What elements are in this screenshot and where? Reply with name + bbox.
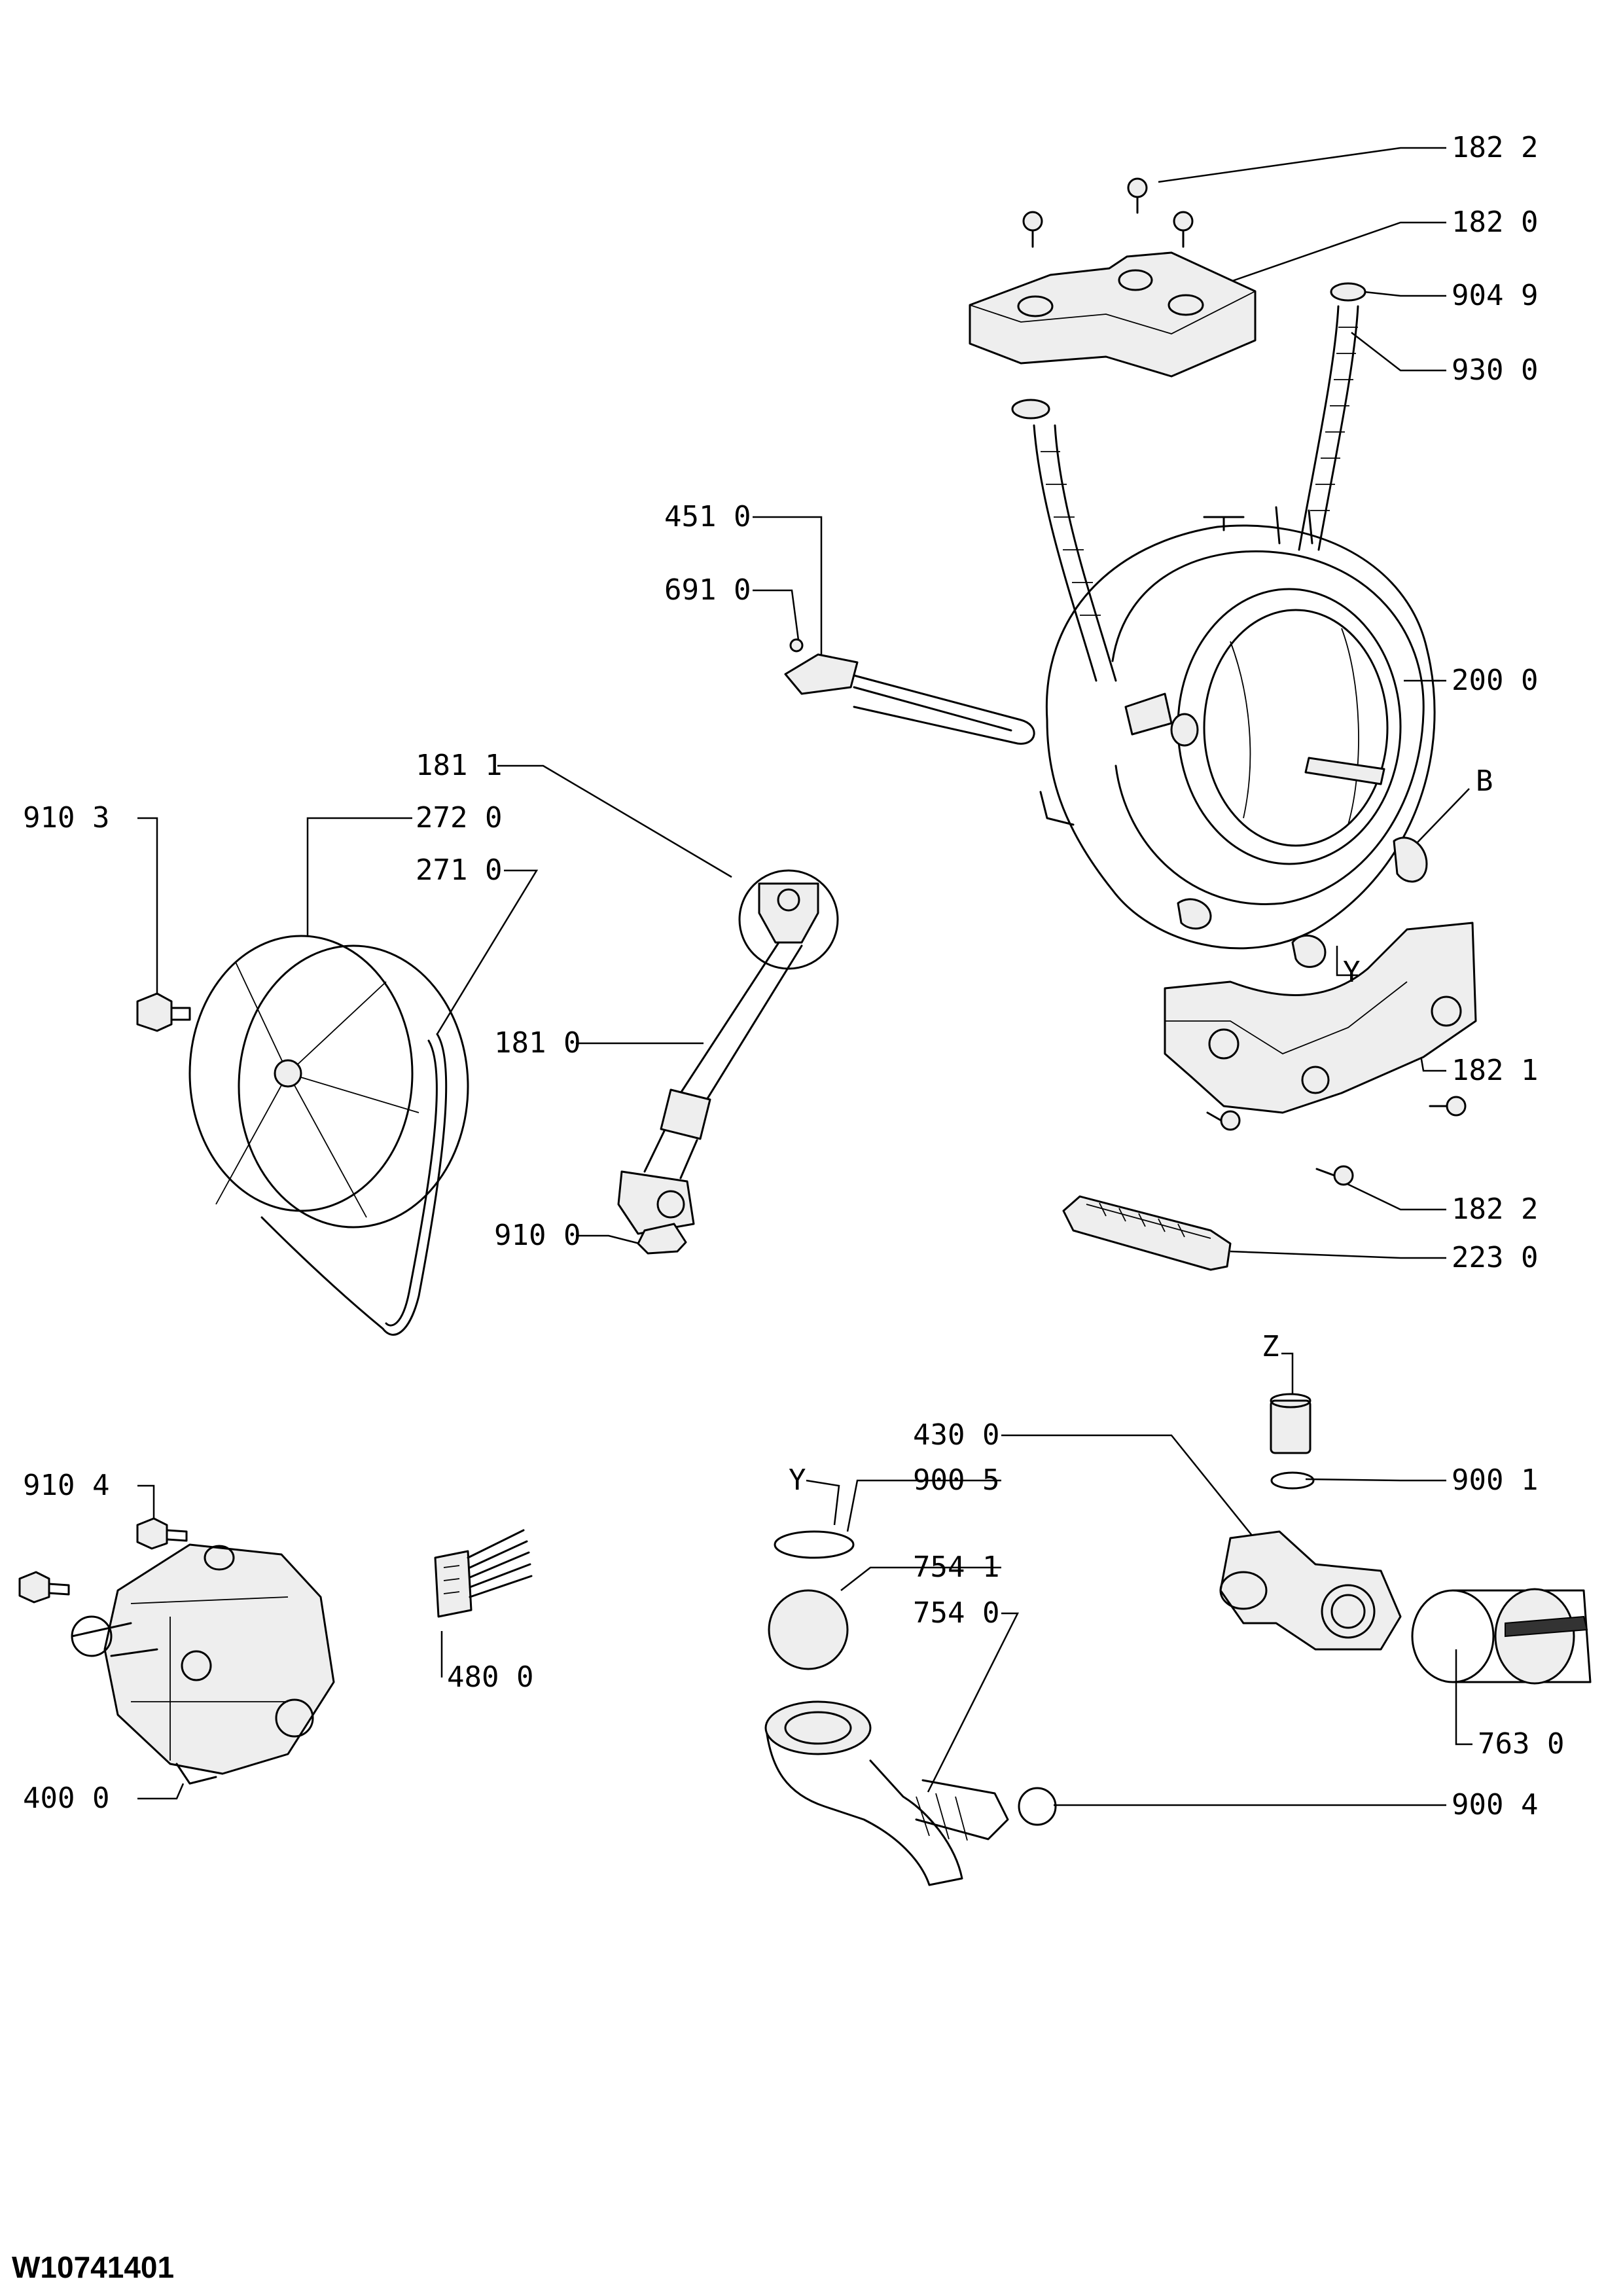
leader-900-5 [846,1479,1001,1532]
leader-182-2-top [1158,147,1446,183]
leader-910-4 [137,1484,155,1518]
shock-absorber [617,869,839,1235]
dispenser-hose [1298,282,1366,551]
leader-B [1416,788,1470,844]
leader-Y-filter [806,1479,840,1526]
drive-motor [71,1543,335,1785]
leader-451-0 [753,516,823,662]
leader-900-1 [1305,1478,1446,1482]
callout-182-0: 182 0 [1452,206,1538,239]
pulley-bolt [136,992,191,1032]
callout-754-0: 754 0 [913,1596,999,1630]
callout-763-0: 763 0 [1478,1727,1564,1761]
callout-480-0: 480 0 [447,1660,533,1694]
leader-lines [137,147,1472,1806]
leader-904-9 [1364,291,1446,297]
callout-Y-filter: Y [789,1463,806,1497]
leader-272-0 [306,817,412,936]
wiring-harness [434,1529,533,1618]
filter-disc [774,1530,855,1559]
shock-nut [637,1223,687,1255]
drum-lifter [1062,1195,1232,1271]
callout-182-1: 182 1 [1452,1054,1538,1087]
callout-Y-tub: Y [1343,956,1361,989]
drive-belt [260,1033,448,1336]
callout-900-5: 900 5 [913,1463,999,1497]
callout-181-0: 181 0 [494,1026,580,1060]
drain-pump [1219,1530,1402,1651]
callout-451-0: 451 0 [664,500,751,533]
non-return-ball [768,1589,849,1670]
leader-182-2-bottom [1334,1177,1446,1211]
hose-clamp-lower [1018,1787,1057,1826]
leader-271-0 [436,869,539,1035]
callout-223-0: 223 0 [1452,1241,1538,1274]
callout-910-0: 910 0 [494,1219,580,1252]
callout-430-0: 430 0 [913,1418,999,1452]
callout-910-4: 910 4 [23,1469,109,1502]
callout-B: B [1476,764,1493,798]
callout-900-1: 900 1 [1452,1463,1538,1497]
callout-200-0: 200 0 [1452,664,1538,697]
top-counterweight [969,251,1257,378]
callout-271-0: 271 0 [416,853,502,887]
drum-pulley [188,935,469,1229]
callout-Z: Z [1262,1330,1279,1363]
sump-hose [764,1700,1009,1886]
callout-904-9: 904 9 [1452,279,1538,312]
pump-coil [1270,1393,1311,1454]
leader-691-0 [753,589,800,641]
leader-754-0 [927,1612,1020,1793]
motor-bolts [18,1517,188,1604]
leader-400-0 [137,1783,185,1800]
tub-vent-hose [1011,399,1117,682]
bottom-counterweight [1164,922,1477,1114]
leader-182-0 [1226,221,1446,284]
leader-Y-tub [1336,946,1358,977]
callout-400-0: 400 0 [23,1782,109,1815]
leader-181-1 [497,764,732,878]
callout-272-0: 272 0 [416,801,502,834]
callout-691-0: 691 0 [664,573,751,607]
leader-763-0 [1455,1649,1472,1746]
counterweight-screws-top [1022,177,1194,248]
leader-930-0 [1351,332,1446,372]
callout-900-4: 900 4 [1452,1788,1538,1821]
leader-430-0 [1001,1434,1256,1540]
heating-element [784,638,1035,745]
callout-182-2-top: 182 2 [1452,131,1538,164]
callout-930-0: 930 0 [1452,353,1538,387]
leader-Z [1281,1352,1294,1394]
callout-labels: 182 2 182 0 904 9 930 0 451 0 691 0 200 … [23,131,1564,1821]
leader-910-0 [576,1234,645,1246]
tub-assembly [1039,506,1436,968]
pump-filter [1411,1588,1592,1685]
hose-clamp-upper [1270,1471,1315,1490]
leader-910-3 [137,817,158,1008]
counterweight-screws-bottom [1206,1096,1467,1186]
callout-910-3: 910 3 [23,801,109,834]
document-id: W10741401 [12,2250,174,2284]
callout-754-1: 754 1 [913,1551,999,1584]
leader-754-1 [840,1566,1001,1591]
callout-182-2-bottom: 182 2 [1452,1193,1538,1226]
leader-223-0 [1230,1250,1446,1259]
callout-181-1: 181 1 [416,749,502,782]
